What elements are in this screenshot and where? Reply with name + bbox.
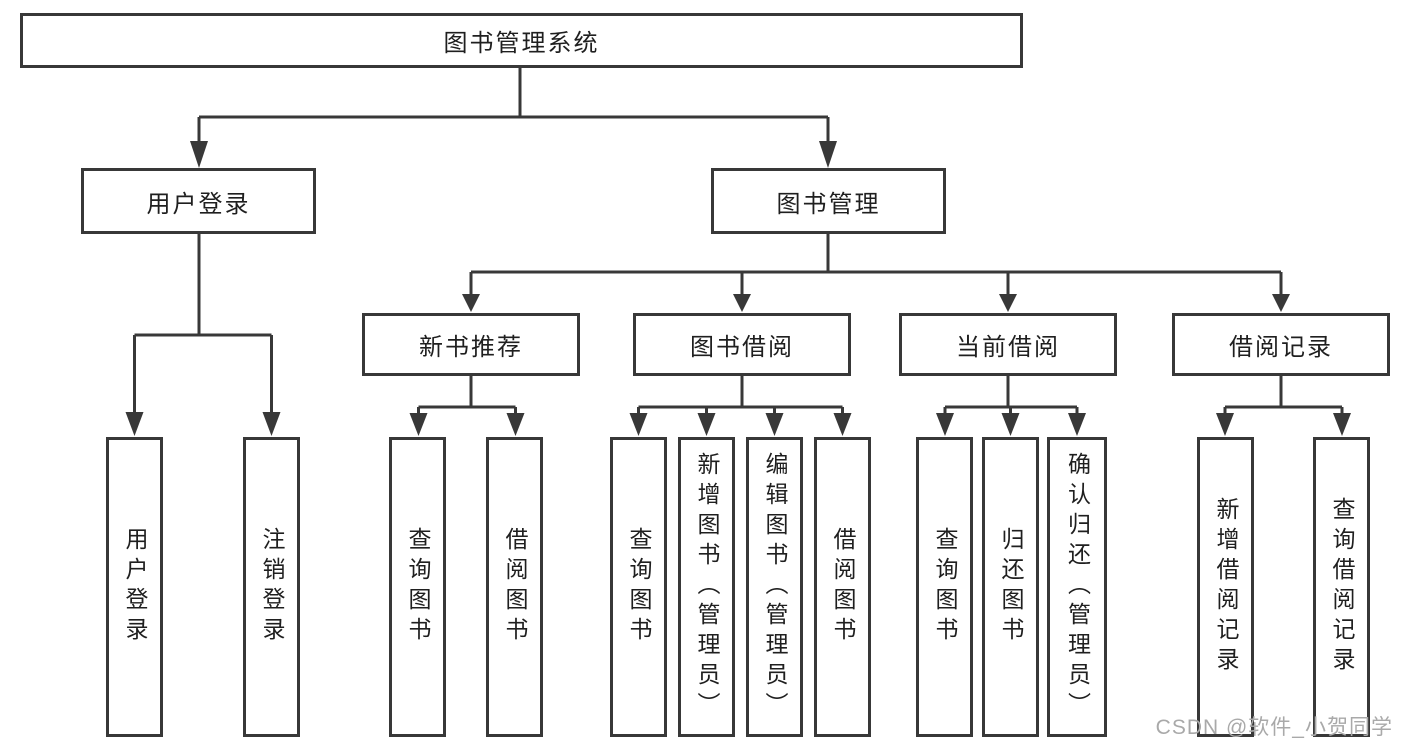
node-new-book-recommendation: 新书推荐 — [362, 313, 580, 376]
leaf-borrow-books-borrowing-label: 借阅图书 — [830, 527, 856, 647]
node-book-borrowing: 图书借阅 — [633, 313, 851, 376]
leaf-edit-book-admin-label: 编辑图书（管理员） — [762, 452, 788, 722]
leaf-add-borrow-record-label: 新增借阅记录 — [1213, 497, 1239, 677]
leaf-query-books-recommend-label: 查询图书 — [405, 527, 431, 647]
leaf-borrow-books-recommend: 借阅图书 — [486, 437, 543, 737]
leaf-confirm-return-admin-label: 确认归还（管理员） — [1064, 452, 1091, 722]
leaf-return-book-label: 归还图书 — [998, 527, 1024, 647]
leaf-confirm-return-admin: 确认归还（管理员） — [1047, 437, 1107, 737]
node-user-login: 用户登录 — [81, 168, 316, 234]
leaf-borrow-books-borrowing: 借阅图书 — [814, 437, 871, 737]
leaf-add-book-admin-label: 新增图书（管理员） — [694, 452, 720, 722]
watermark: CSDN @软件_小贺同学 — [1155, 716, 1393, 739]
leaf-return-book: 归还图书 — [982, 437, 1039, 737]
leaf-query-books-borrowing-label: 查询图书 — [626, 527, 652, 647]
node-current-borrowing: 当前借阅 — [899, 313, 1117, 376]
leaf-user-login-label: 用户登录 — [122, 527, 148, 647]
node-book-management: 图书管理 — [711, 168, 946, 234]
node-root-library-system: 图书管理系统 — [20, 13, 1023, 68]
leaf-add-borrow-record: 新增借阅记录 — [1197, 437, 1254, 737]
leaf-query-books-borrowing: 查询图书 — [610, 437, 667, 737]
node-borrowing-records: 借阅记录 — [1172, 313, 1390, 376]
leaf-logout: 注销登录 — [243, 437, 300, 737]
leaf-user-login: 用户登录 — [106, 437, 163, 737]
leaf-query-borrow-record-label: 查询借阅记录 — [1329, 497, 1355, 677]
leaf-logout-label: 注销登录 — [259, 527, 285, 647]
leaf-add-book-admin: 新增图书（管理员） — [678, 437, 735, 737]
leaf-query-books-current: 查询图书 — [916, 437, 973, 737]
leaf-query-books-recommend: 查询图书 — [389, 437, 446, 737]
leaf-borrow-books-recommend-label: 借阅图书 — [502, 527, 528, 647]
leaf-edit-book-admin: 编辑图书（管理员） — [746, 437, 803, 737]
leaf-query-borrow-record: 查询借阅记录 — [1313, 437, 1370, 737]
leaf-query-books-current-label: 查询图书 — [932, 527, 958, 647]
